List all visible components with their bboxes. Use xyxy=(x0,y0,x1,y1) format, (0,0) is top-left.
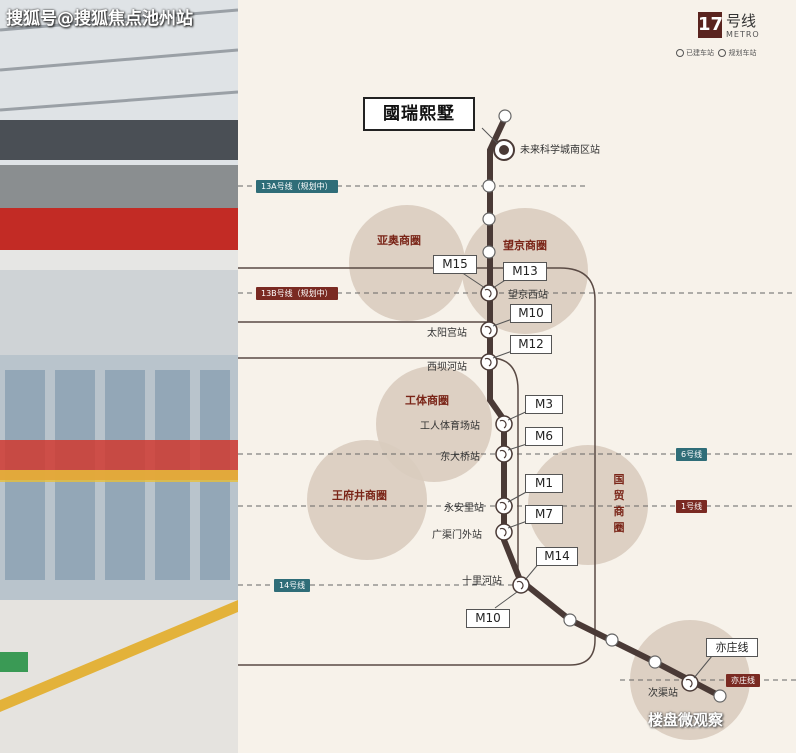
planned-station-icon xyxy=(718,49,727,57)
tag-line-13a: 13A号线（规划中） xyxy=(256,180,338,193)
platform-illustration xyxy=(0,0,238,753)
project-m3: M3 xyxy=(525,395,563,414)
zone-wangfujing-circle xyxy=(307,440,427,560)
station-dongdaqiao: 东大桥站 xyxy=(440,452,480,463)
watermark-bottom: 楼盘微观察 xyxy=(648,711,724,729)
station-guangqumenwai: 广渠门外站 xyxy=(432,530,482,541)
metro-platform-photo: 搜狐号@搜狐焦点池州站 xyxy=(0,0,238,753)
zone-gongti-circle xyxy=(376,366,492,482)
station-gongrentiyuchang: 工人体育场站 xyxy=(420,421,480,432)
project-yizhuang-line: 亦庄线 xyxy=(706,638,758,657)
station-wangjingxi: 望京西站 xyxy=(508,290,548,301)
station-xibahe: 西坝河站 xyxy=(427,362,467,373)
legend-existing: 已建车站 xyxy=(686,49,714,57)
project-m1: M1 xyxy=(525,474,563,493)
tag-line-13b: 13B号线（规划中） xyxy=(256,287,338,300)
station-taiyanggong: 太阳宫站 xyxy=(427,328,467,339)
station-yizhuang: 亦庄站 xyxy=(680,719,710,730)
project-m14: M14 xyxy=(536,547,578,566)
line-number-badge: 17 xyxy=(698,12,723,38)
project-m15: M15 xyxy=(433,255,477,274)
project-m12: M12 xyxy=(510,335,552,354)
project-m6: M6 xyxy=(525,427,563,446)
station-ciqu: 次渠站 xyxy=(648,688,678,699)
line-name-en: METRO xyxy=(726,30,760,39)
station-yonganli: 永安里站 xyxy=(444,503,484,514)
existing-station-icon xyxy=(676,49,684,57)
tag-line-6: 6号线 xyxy=(676,448,708,461)
zone-gongti: 工体商圈 xyxy=(405,394,449,407)
watermark-top: 搜狐号@搜狐焦点池州站 xyxy=(6,9,193,29)
brand-logo: 國瑞熙墅 xyxy=(363,97,475,131)
legend: 已建车站 规划车站 xyxy=(676,48,756,58)
station-terminus: 未来科学城南区站 xyxy=(520,145,600,156)
zone-guomao: 国贸商圈 xyxy=(613,473,625,534)
zone-wangfujing: 王府井商圈 xyxy=(332,489,387,502)
zone-yaao-circle xyxy=(349,205,465,321)
project-m13: M13 xyxy=(503,262,547,281)
tag-line-yizhuang: 亦庄线 xyxy=(726,674,760,687)
tag-line-14: 14号线 xyxy=(274,579,311,592)
line-name: 号线 xyxy=(726,12,757,30)
project-m7: M7 xyxy=(525,505,563,524)
zone-yaao: 亚奥商圈 xyxy=(377,234,421,247)
legend-planned: 规划车站 xyxy=(728,49,757,57)
station-shilihe: 十里河站 xyxy=(462,576,502,587)
project-m10-south: M10 xyxy=(466,609,510,628)
tag-line-1: 1号线 xyxy=(676,500,708,513)
project-m10-north: M10 xyxy=(510,304,552,323)
zone-wangjing: 望京商圈 xyxy=(503,239,547,252)
